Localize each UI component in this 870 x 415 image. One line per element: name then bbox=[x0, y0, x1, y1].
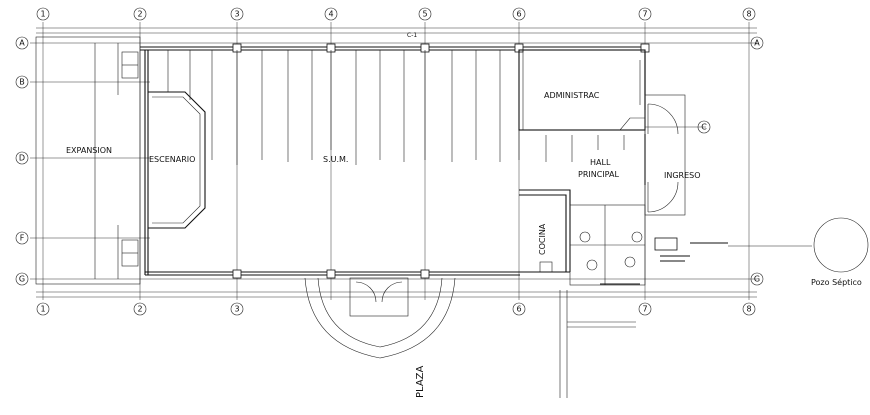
axis-label: 7 bbox=[642, 10, 647, 19]
column-axis-top: 1 2 3 4 5 6 7 8 bbox=[36, 7, 756, 21]
axis-label: B bbox=[19, 78, 25, 87]
room-label-cocina: COCINA bbox=[538, 223, 547, 255]
row-axis-right: A C G bbox=[697, 36, 764, 286]
axis-label: 6 bbox=[516, 305, 521, 314]
main-walls bbox=[140, 43, 650, 279]
axis-label: 4 bbox=[328, 10, 333, 19]
axis-label: G bbox=[19, 275, 25, 284]
axis-grid bbox=[30, 22, 757, 300]
roof-rafters bbox=[167, 50, 625, 165]
axis-label: 3 bbox=[234, 10, 239, 19]
axis-label: 6 bbox=[516, 10, 521, 19]
axis-label: 1 bbox=[40, 10, 45, 19]
stage-outline bbox=[148, 91, 206, 229]
room-label-plaza: PLAZA bbox=[415, 365, 426, 398]
axis-label: D bbox=[19, 154, 25, 163]
room-label-escenario: ESCENARIO bbox=[149, 155, 195, 164]
axis-label: 5 bbox=[422, 10, 427, 19]
exterior-paths bbox=[559, 290, 636, 398]
room-label-ingreso: INGRESO bbox=[664, 171, 701, 180]
expansion-area bbox=[35, 36, 141, 285]
axis-label: A bbox=[19, 39, 25, 48]
beam-mark: C-1 bbox=[407, 32, 417, 39]
room-label-sum: S.U.M. bbox=[323, 155, 348, 164]
row-axis-left: A B D F G bbox=[15, 36, 29, 286]
axis-label: 8 bbox=[746, 10, 751, 19]
administration-room bbox=[518, 49, 646, 131]
room-label-administracion: ADMINISTRAC bbox=[544, 91, 600, 100]
entrance-doors bbox=[644, 94, 686, 216]
axis-label: G bbox=[754, 275, 760, 284]
axis-label: F bbox=[20, 234, 25, 243]
axis-label: 8 bbox=[746, 305, 751, 314]
axis-label: 1 bbox=[40, 305, 45, 314]
room-label-pozo: Pozo Séptico bbox=[811, 277, 862, 287]
front-entrance bbox=[304, 277, 456, 359]
room-labels: EXPANSION ESCENARIO S.U.M. ADMINISTRAC H… bbox=[66, 32, 862, 398]
room-label-hall-line1: HALL bbox=[590, 158, 611, 167]
axis-label: 2 bbox=[137, 10, 142, 19]
column-axis-bottom: 1 2 3 6 7 8 bbox=[36, 302, 756, 316]
room-label-expansion: EXPANSION bbox=[66, 146, 112, 155]
axis-label: C bbox=[701, 123, 707, 132]
axis-label: 3 bbox=[234, 305, 239, 314]
room-label-hall-line2: PRINCIPAL bbox=[578, 170, 619, 179]
bathrooms bbox=[569, 204, 728, 286]
septic-system bbox=[728, 217, 869, 273]
axis-label: A bbox=[754, 39, 760, 48]
axis-label: 7 bbox=[642, 305, 647, 314]
axis-label: 2 bbox=[137, 305, 142, 314]
